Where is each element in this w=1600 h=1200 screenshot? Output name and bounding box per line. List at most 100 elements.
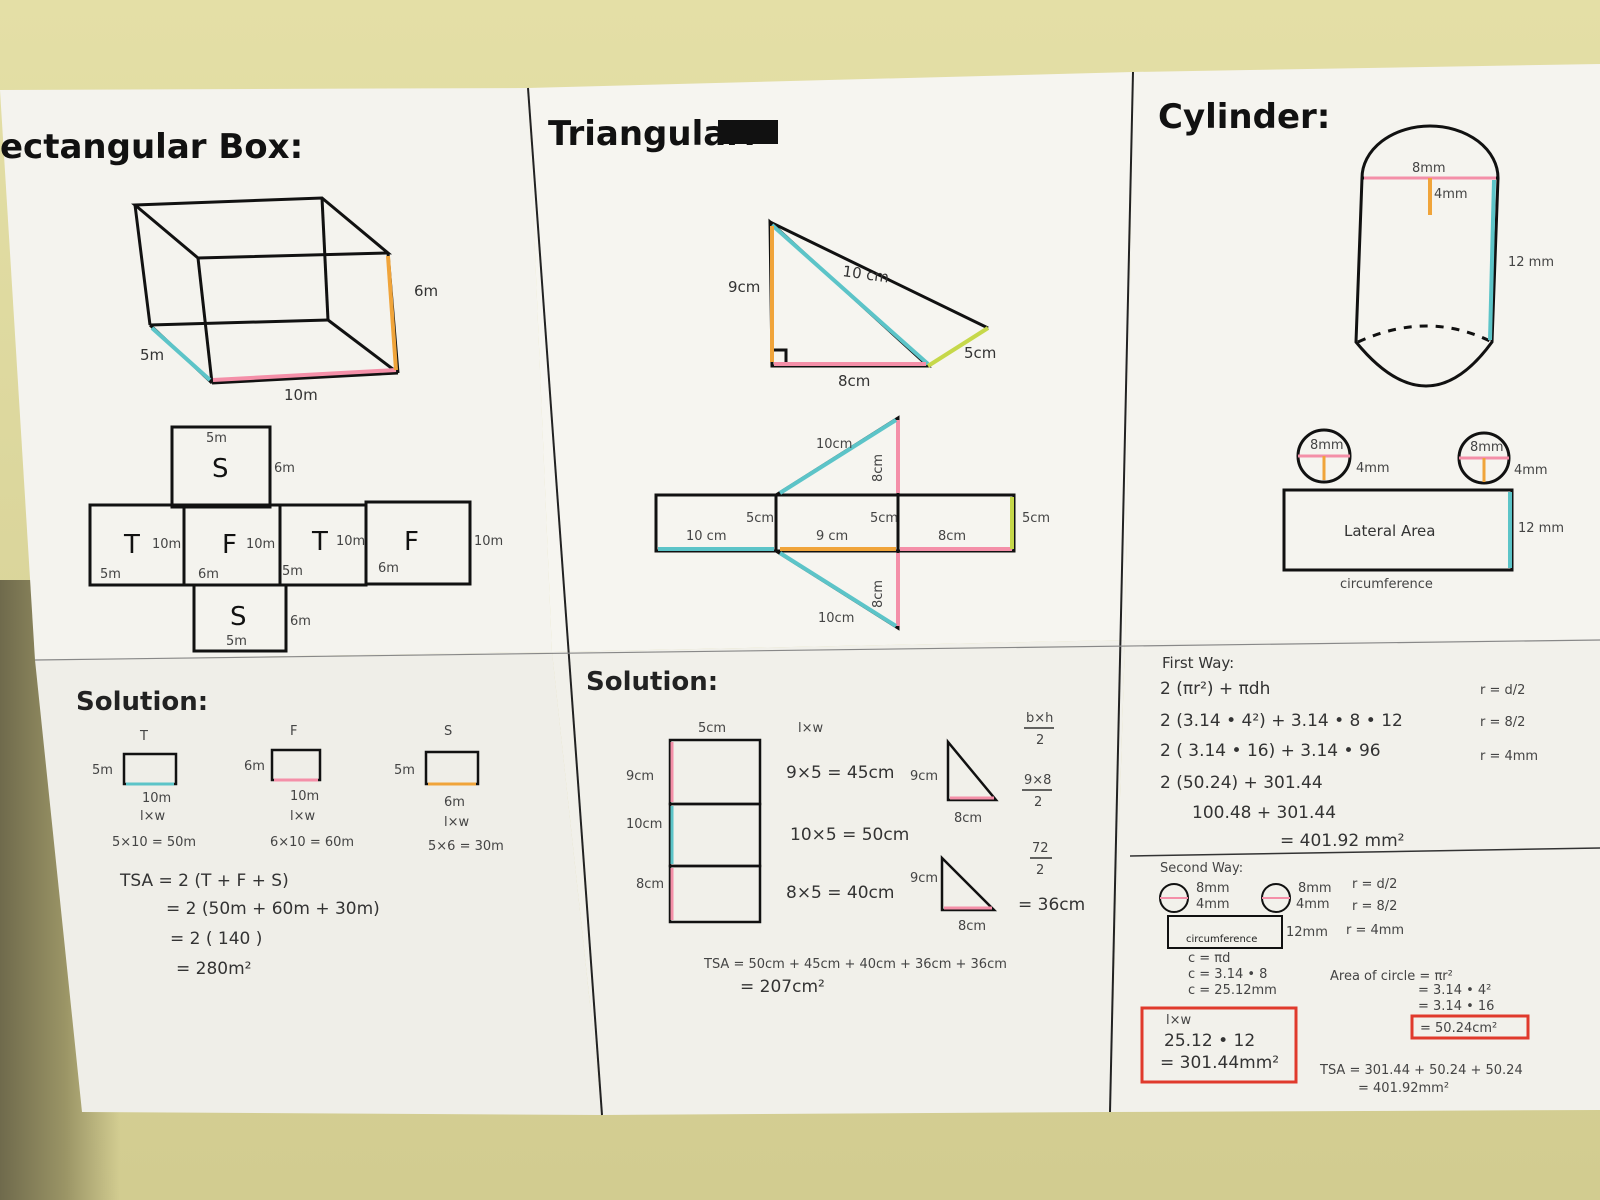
prism-height-label: 9cm: [728, 278, 760, 296]
sol-label: 9cm: [910, 871, 938, 886]
circ-line: c = 3.14 • 8: [1188, 967, 1267, 982]
sol-formula: b×h: [1026, 711, 1053, 726]
sol-label: 4mm: [1196, 897, 1230, 912]
tri-tsa-line: TSA = 50cm + 45cm + 40cm + 36cm + 36cm: [703, 957, 1007, 972]
net-label: 9 cm: [816, 529, 848, 544]
net-label: 8mm: [1310, 438, 1344, 453]
net-label: 10cm: [818, 611, 854, 626]
prism-base-label: 8cm: [838, 372, 870, 390]
sol-label: 8mm: [1298, 881, 1332, 896]
net-label: 10m: [152, 537, 181, 552]
net-label: 5cm: [1022, 511, 1050, 526]
sol-formula: l×w: [798, 721, 824, 736]
sol-label: 12mm: [1286, 925, 1328, 940]
sol-label: 6m: [444, 795, 465, 810]
sol-formula: l×w: [140, 809, 166, 824]
cyl-radius-label: 4mm: [1434, 187, 1468, 202]
net-label: 6m: [378, 561, 399, 576]
sol-label: 5m: [92, 763, 113, 778]
net-label: 5cm: [746, 511, 774, 526]
first-way-title: First Way:: [1162, 654, 1234, 672]
tri-solution-title: Solution:: [586, 667, 718, 697]
sol-calc: 9×5 = 45cm: [786, 763, 894, 783]
sol-label: 9cm: [910, 769, 938, 784]
sol-face: T: [139, 729, 148, 744]
net-label: 5m: [226, 634, 247, 649]
first-way-line: 2 ( 3.14 • 16) + 3.14 • 96: [1160, 741, 1381, 761]
lxw-line: 25.12 • 12: [1164, 1031, 1255, 1051]
edge-blue: [770, 223, 930, 366]
net-label: 10m: [474, 534, 503, 549]
tri-solution-triangles: [940, 738, 999, 912]
sol-calc: 2: [1034, 795, 1042, 810]
sol-label: 4mm: [1296, 897, 1330, 912]
net-face-s-bottom: S: [230, 602, 247, 632]
tri-tsa-line: = 207cm²: [740, 977, 825, 997]
sol-label: 10m: [290, 789, 319, 804]
divider-line: [1129, 847, 1600, 857]
cylinder-3d-drawing: [1354, 124, 1500, 388]
cyl-diameter-label: 8mm: [1412, 161, 1446, 176]
sol-calc: 8×5 = 40cm: [786, 883, 894, 903]
net-face-t-right: T: [311, 527, 328, 557]
net-label: 8mm: [1470, 440, 1504, 455]
sheet-cylinder-solution: [1110, 640, 1600, 1112]
sol-label: 8mm: [1196, 881, 1230, 896]
lateral-area-label: Lateral Area: [1344, 522, 1435, 540]
net-label: 8cm: [871, 454, 886, 482]
box-width-label: 5m: [140, 346, 164, 364]
net-label: 10m: [246, 537, 275, 552]
circ-line: c = 25.12mm: [1188, 983, 1277, 998]
r-note: r = 8/2: [1352, 899, 1397, 914]
area-line: = 3.14 • 16: [1418, 999, 1494, 1014]
r-note: r = 4mm: [1346, 923, 1404, 938]
sol-label: 10m: [142, 791, 171, 806]
cyl-tsa-line: = 401.92mm²: [1358, 1081, 1449, 1096]
sol-label: 8cm: [958, 919, 986, 934]
net-label: circumference: [1340, 577, 1433, 592]
box-solution-col: T 5m 10m l×w 5×10 = 50m: [92, 729, 196, 850]
edge-orange: [386, 255, 398, 371]
sol-formula: l×w: [290, 809, 316, 824]
fold-line: [527, 87, 603, 1116]
box-solution-col: F 6m 10m l×w 6×10 = 60m: [244, 724, 354, 850]
edge-yellow: [926, 326, 990, 368]
fold-line: [1109, 71, 1134, 1113]
net-label: 5m: [206, 431, 227, 446]
circ-line: c = πd: [1188, 951, 1230, 966]
sol-result: 6×10 = 60m: [270, 835, 354, 850]
area-line: Area of circle = πr²: [1330, 969, 1453, 984]
net-face-t-left: T: [123, 530, 140, 560]
sol-formula: 2: [1036, 733, 1044, 748]
sol-label: circumference: [1186, 934, 1257, 945]
first-way-line: 2 (πr²) + πdh: [1160, 679, 1270, 699]
sol-calc: 10×5 = 50cm: [790, 825, 909, 845]
net-label: 10 cm: [686, 529, 727, 544]
edge-blue: [778, 551, 898, 628]
sol-label: 8cm: [954, 811, 982, 826]
sol-formula: l×w: [444, 815, 470, 830]
lxw-line: = 301.44mm²: [1160, 1053, 1279, 1073]
sol-label: 5cm: [698, 721, 726, 736]
box-title: ectangular Box:: [0, 127, 303, 167]
net-label: 6m: [274, 461, 295, 476]
sheet-triangular-solution: [552, 640, 1125, 1115]
net-label: 10cm: [816, 437, 852, 452]
first-way-line: 100.48 + 301.44: [1192, 803, 1336, 823]
box-solution-col: S 5m 6m l×w 5×6 = 30m: [394, 724, 504, 854]
fold-line: [34, 639, 1600, 661]
prism-depth-label: 5cm: [964, 344, 996, 362]
edge-blue: [778, 418, 898, 495]
box-length-label: 10m: [284, 386, 318, 404]
cyl-tsa-line: TSA = 301.44 + 50.24 + 50.24: [1319, 1063, 1523, 1078]
first-way-line: 2 (3.14 • 4²) + 3.14 • 8 • 12: [1160, 711, 1403, 731]
net-label: 8cm: [871, 580, 886, 608]
net-label: 8cm: [938, 529, 966, 544]
net-face-f-right: F: [404, 527, 419, 557]
net-label: 5cm: [870, 511, 898, 526]
sheet-cylinder: [1125, 64, 1600, 640]
lxw-line: l×w: [1166, 1013, 1192, 1028]
area-line: = 50.24cm²: [1420, 1021, 1497, 1036]
highlight-box: [1410, 1014, 1530, 1040]
sol-calc: 72: [1032, 841, 1049, 856]
